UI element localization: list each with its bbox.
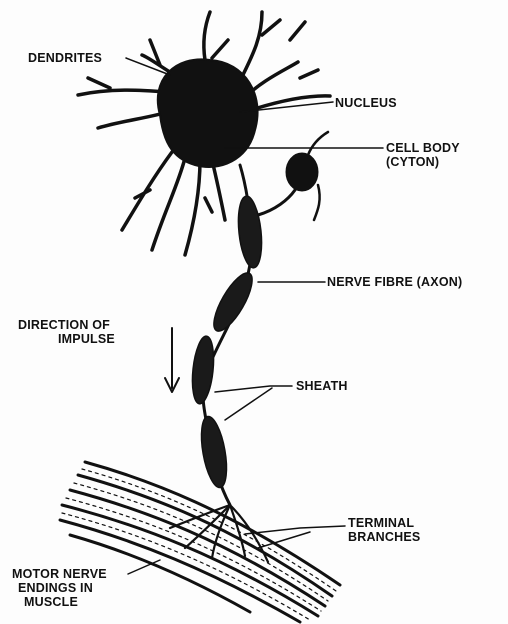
satellite-cell	[258, 132, 328, 220]
label-dendrites: DENDRITES	[28, 51, 102, 65]
label-direction: DIRECTION OF IMPULSE	[18, 318, 115, 346]
label-direction-line2: IMPULSE	[18, 332, 115, 346]
label-nucleus: NUCLEUS	[335, 96, 397, 110]
label-terminal-branches: TERMINAL BRANCHES	[348, 516, 420, 544]
label-motor-line2: ENDINGS IN	[12, 581, 107, 595]
direction-arrow	[165, 328, 179, 392]
label-nerve-fibre: NERVE FIBRE (AXON)	[327, 275, 462, 289]
label-motor-line3: MUSCLE	[12, 595, 107, 609]
label-sheath: SHEATH	[296, 379, 348, 393]
label-cell-body-line2: (CYTON)	[386, 155, 460, 169]
label-terminal-line2: BRANCHES	[348, 530, 420, 544]
label-cell-body-line1: CELL BODY	[386, 141, 460, 155]
myelin-sheath	[190, 195, 265, 489]
label-motor-line1: MOTOR NERVE	[12, 567, 107, 581]
label-cell-body: CELL BODY (CYTON)	[386, 141, 460, 169]
label-terminal-line1: TERMINAL	[348, 516, 420, 530]
label-direction-line1: DIRECTION OF	[18, 318, 115, 332]
label-motor-endings: MOTOR NERVE ENDINGS IN MUSCLE	[12, 567, 107, 609]
cell-body	[158, 59, 258, 167]
